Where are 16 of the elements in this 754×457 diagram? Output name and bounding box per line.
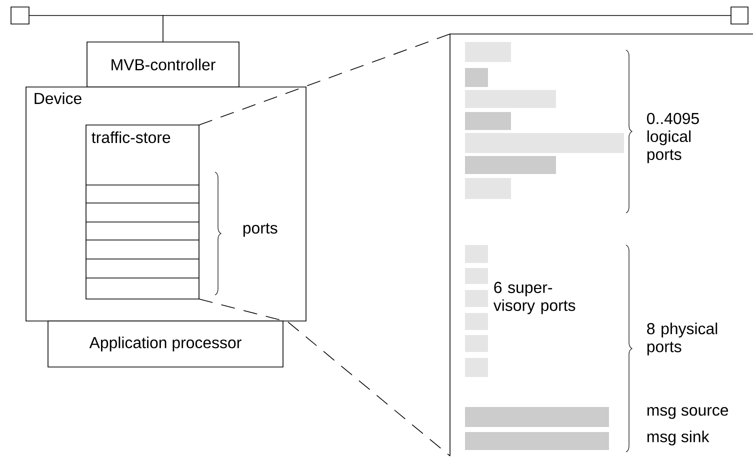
traffic-store-box: traffic-store (86, 124, 200, 300)
terminator-box (10, 6, 30, 24)
brace-label: 0..4095 logical ports (647, 112, 699, 164)
bus-line (28, 15, 732, 16)
bar-label: msg sink (647, 430, 710, 446)
zoom-panel (450, 34, 754, 456)
controller-box: MVB-controller (86, 42, 240, 88)
bar-label: msg source (647, 407, 728, 419)
bar-label: 6 super- visory ports (493, 282, 576, 314)
zoom-line (198, 34, 450, 126)
brace-label: ports (243, 223, 278, 237)
zoom-line (198, 298, 450, 456)
bus-line (162, 14, 164, 42)
terminator-box (730, 6, 748, 24)
processor-box: Application processor (48, 320, 284, 368)
brace-label: 8 physical ports (647, 322, 718, 356)
